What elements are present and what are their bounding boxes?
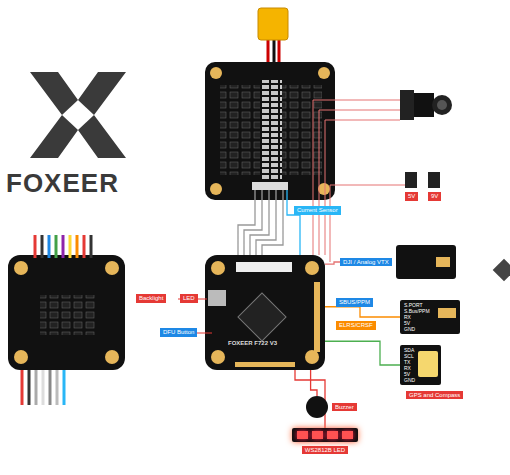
led-dot (312, 431, 323, 439)
callout-tag: 5V (405, 192, 418, 201)
buzzer-body (306, 396, 328, 418)
callout-tag: WS2812B LED (302, 446, 348, 454)
camera (313, 90, 452, 255)
wire (325, 341, 400, 365)
flight-controller-top (205, 255, 325, 370)
vtx-module: DJI / Analog VTX (340, 245, 456, 279)
flight-controller-bottom (8, 235, 125, 405)
flight-controller: FOXEER F722 V3 (228, 340, 277, 346)
callout-tag: DFU Button (160, 328, 197, 337)
pin-name: S.PORT (404, 302, 430, 308)
board-name: FOXEER F722 V3 (228, 340, 277, 346)
callout-tag: Current Sensor (294, 206, 341, 215)
callout-tag: DJI / Analog VTX (340, 258, 392, 266)
callout-tag: SBUS/PPM (336, 298, 373, 307)
gps-module: GPS and CompassSDASCLTXRX5VGND (400, 345, 441, 385)
vtx-board (396, 245, 456, 279)
pin-name: 5V (404, 371, 415, 377)
esc-board (205, 8, 335, 262)
pin-name: GND (404, 377, 415, 383)
receiver: S.PORTS.Bus/PPMRX5VGND (400, 300, 460, 334)
pin-name: SCL (404, 353, 415, 359)
pin-name: RX (404, 314, 430, 320)
pin-name: 5V (404, 320, 430, 326)
callout-tag: GPS and Compass (406, 391, 463, 399)
pin-name: RX (404, 365, 415, 371)
pin-name: GND (404, 326, 430, 332)
logo-mark (30, 72, 126, 158)
led-board (292, 428, 358, 442)
led-dot (297, 431, 308, 439)
callout-tag: Buzzer (332, 403, 357, 411)
wire (325, 262, 340, 264)
callout-tag: Backlight (136, 294, 166, 303)
wire (325, 307, 400, 317)
gps-antenna (418, 351, 438, 377)
brand-name: FOXEER (6, 168, 119, 199)
vtx-connector (436, 257, 450, 267)
led-dot (342, 431, 353, 439)
receiver-connector (438, 308, 456, 318)
led-strip: WS2812B LED (292, 428, 358, 454)
callout-tag: LED (180, 294, 198, 303)
callout-tag: 9V (428, 192, 441, 201)
buzzer: Buzzer (306, 396, 357, 418)
wire (311, 370, 317, 396)
pin-name: S.Bus/PPM (404, 308, 430, 314)
pin-name: TX (404, 359, 415, 365)
edge-label: ELRS/CRSF (336, 321, 376, 330)
led-dot (327, 431, 338, 439)
pin-name: SDA (404, 347, 415, 353)
rx-antenna (493, 259, 510, 282)
